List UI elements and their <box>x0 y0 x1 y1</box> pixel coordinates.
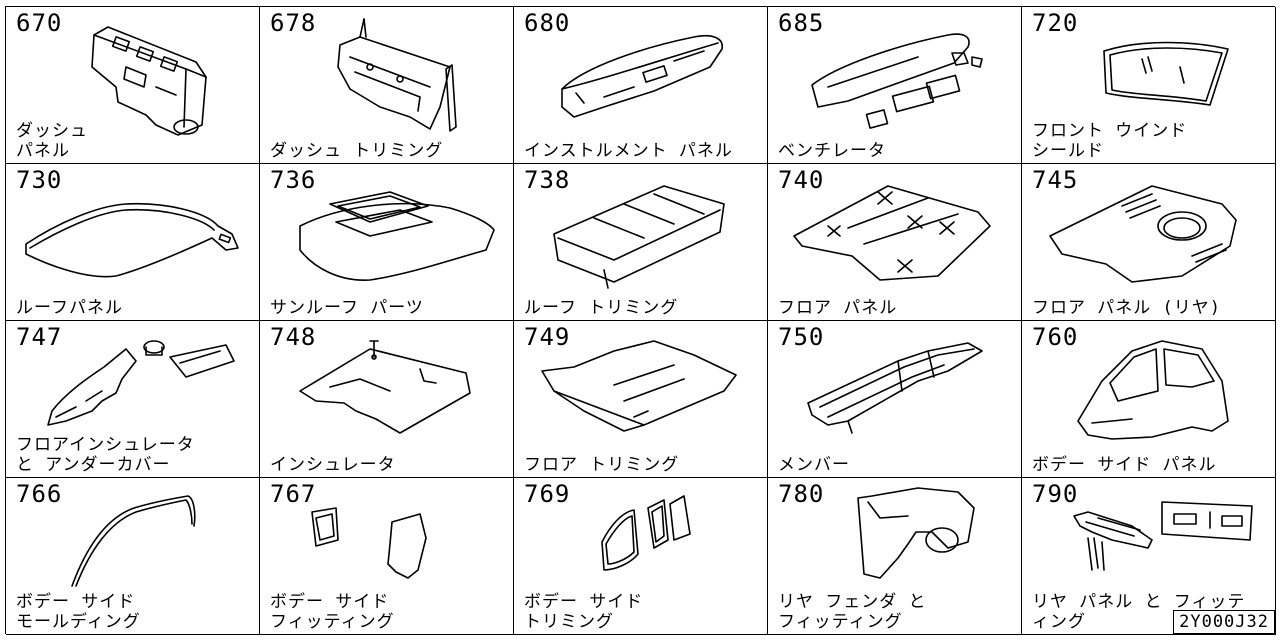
part-label: ボデー サイド パネル <box>1032 455 1217 475</box>
floor-panel-icon <box>793 185 991 281</box>
part-label: サンルーフ パーツ <box>270 298 424 318</box>
part-code: 766 <box>16 480 63 508</box>
part-cell[interactable]: 760 ボデー サイド パネル <box>1022 321 1276 478</box>
part-code: 685 <box>778 9 825 37</box>
part-cell[interactable]: 680 インストルメント パネル <box>514 7 768 164</box>
floor-insulator-icon <box>47 340 235 426</box>
part-label: フロア トリミング <box>524 455 680 475</box>
floor-trimming-icon <box>541 340 737 432</box>
part-label: ルーフパネル <box>16 298 123 318</box>
rear-floor-panel-icon <box>1049 185 1237 283</box>
part-cell[interactable]: 769 ボデー サイド トリミング <box>514 478 768 635</box>
part-label: ボデー サイド モールディング <box>16 592 141 632</box>
part-cell[interactable]: 766 ボデー サイド モールディング <box>6 478 260 635</box>
part-label: フロント ウインド シールド <box>1032 121 1188 161</box>
part-code: 760 <box>1032 323 1079 351</box>
part-label: リヤ フェンダ と フィッティング <box>778 592 927 632</box>
part-cell[interactable]: 730 ルーフパネル <box>6 164 260 321</box>
part-label: フロア パネル (リヤ) <box>1032 298 1221 318</box>
member-frame-icon <box>807 342 983 434</box>
windshield-icon <box>1103 41 1229 106</box>
part-cell[interactable]: 738 ルーフ トリミング <box>514 164 768 321</box>
part-code: 767 <box>270 480 317 508</box>
part-label: ボデー サイド トリミング <box>524 592 644 632</box>
part-label: ダッシュ パネル <box>16 121 88 161</box>
part-code: 720 <box>1032 9 1079 37</box>
part-cell[interactable]: 745 フロア パネル (リヤ) <box>1022 164 1276 321</box>
part-code: 780 <box>778 480 825 508</box>
parts-index-grid: 670 ダッシュ パネル 678 ダッシュ トリミング 680 <box>5 6 1276 635</box>
part-cell[interactable]: 678 ダッシュ トリミング <box>260 7 514 164</box>
dash-trimming-icon <box>337 18 457 132</box>
part-label: インシュレータ <box>270 455 396 475</box>
side-trimming-icon <box>601 495 691 571</box>
part-label: リヤ パネル と フィッテ ィング <box>1032 592 1246 632</box>
part-code: 736 <box>270 166 317 194</box>
part-code: 748 <box>270 323 317 351</box>
part-cell[interactable]: 767 ボデー サイド フィッティング <box>260 478 514 635</box>
part-cell[interactable]: 747 フロアインシュレータ と アンダーカバー <box>6 321 260 478</box>
part-label: インストルメント パネル <box>524 141 733 161</box>
instrument-panel-icon <box>561 34 723 118</box>
part-code: 747 <box>16 323 63 351</box>
part-code: 738 <box>524 166 571 194</box>
rear-panel-icon <box>1073 501 1253 571</box>
dash-panel-icon <box>91 26 207 136</box>
side-molding-icon <box>71 495 196 587</box>
body-side-panel-icon <box>1077 340 1229 440</box>
part-cell[interactable]: 748 インシュレータ <box>260 321 514 478</box>
part-label: フロアインシュレータ と アンダーカバー <box>16 435 195 475</box>
insulator-icon <box>299 340 471 434</box>
part-code: 730 <box>16 166 63 194</box>
part-cell[interactable]: 780 リヤ フェンダ と フィッティング <box>768 478 1022 635</box>
part-label: メンバー <box>778 455 850 475</box>
sunroof-icon <box>299 191 495 281</box>
part-cell[interactable]: 720 フロント ウインド シールド <box>1022 7 1276 164</box>
side-fitting-icon <box>311 507 427 579</box>
part-cell[interactable]: 670 ダッシュ パネル <box>6 7 260 164</box>
part-code: 670 <box>16 9 63 37</box>
part-label: ボデー サイド フィッティング <box>270 592 395 632</box>
part-cell[interactable]: 749 フロア トリミング <box>514 321 768 478</box>
part-code: 749 <box>524 323 571 351</box>
part-code: 790 <box>1032 480 1079 508</box>
part-code: 745 <box>1032 166 1079 194</box>
part-cell[interactable]: 740 フロア パネル <box>768 164 1022 321</box>
roof-panel-icon <box>25 202 239 278</box>
roof-trimming-icon <box>553 185 725 289</box>
part-code: 769 <box>524 480 571 508</box>
part-cell[interactable]: 736 サンルーフ パーツ <box>260 164 514 321</box>
part-label: ルーフ トリミング <box>524 298 679 318</box>
part-cell[interactable]: 750 メンバー <box>768 321 1022 478</box>
part-cell[interactable]: 790 リヤ パネル と フィッテ ィング <box>1022 478 1276 635</box>
part-label: ベンチレータ <box>778 141 886 161</box>
part-label: ダッシュ トリミング <box>270 141 444 161</box>
part-code: 740 <box>778 166 825 194</box>
rear-fender-icon <box>857 487 975 579</box>
part-cell[interactable]: 685 ベンチレータ <box>768 7 1022 164</box>
part-code: 678 <box>270 9 317 37</box>
part-code: 750 <box>778 323 825 351</box>
ventilator-icon <box>811 33 983 129</box>
diagram-id-label: 2Y000J32 <box>1173 610 1275 634</box>
part-label: フロア パネル <box>778 298 898 318</box>
part-code: 680 <box>524 9 571 37</box>
